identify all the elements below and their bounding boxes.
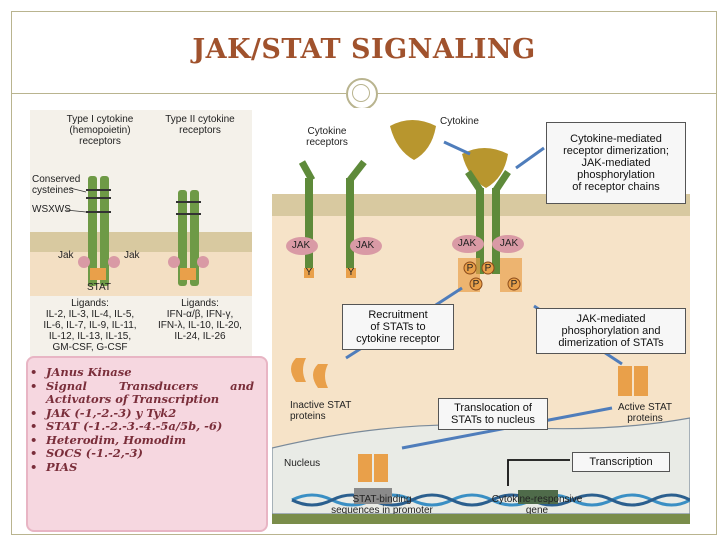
wsxws-pointer [65,209,87,213]
responsive-gene-label: Cytokine-responsive gene [491,494,583,514]
p-dot-1 [463,261,477,275]
translocation-box: Translocation of STATs to nucleus [438,398,548,430]
type2-ligands: Ligands: IFN-α/β, IFN-γ, IFN-λ, IL-10, I… [158,298,242,342]
receptor-left-b-stem [346,178,354,274]
active-stat-dimer-a [618,366,632,396]
arrow-dimerization [515,146,545,170]
receptor-right-b [493,170,511,192]
nuclear-stat-dimer-a [358,454,372,482]
inactive-stat-1 [291,358,306,382]
note-item: PIAS [30,460,254,475]
promoter-block [354,488,392,504]
title-rule-left [11,93,346,94]
receptor-types-panel: Type I cytokine (hemopoietin) receptors … [30,110,252,360]
ornament-ring-inner [352,84,370,102]
jak-stat-pathway-panel: Cytokine receptors Cytokine Cytokine-med… [272,108,690,514]
note-item: SOCS (-1.-2,-3) [30,446,254,461]
p-label-4: P [510,279,518,290]
jak-right-b [492,235,524,253]
recruitment-box: Recruitment of STATs to cytokine recepto… [342,304,454,350]
arrow-transcription [507,459,570,486]
y-label-1: Y [305,267,313,278]
jak-mediated-box: JAK-mediated phosphorylation and dimeriz… [536,308,686,354]
note-item: JAK (-1,-2.-3) y Tyk2 [30,406,254,421]
receptor-right-a [465,170,483,192]
jak-right-a [452,235,484,253]
slide-frame [11,11,717,535]
receptor-left-a [298,160,316,182]
type1-jak-left [78,256,90,268]
wsxws-label: WSXWS [32,204,71,215]
type1-jak-right [108,256,120,268]
type1-heading: Type I cytokine (hemopoietin) receptors [66,114,134,147]
stat-binding-label: STAT-binding sequences in promoter [331,494,433,514]
receptor-left-b [347,159,367,183]
type1-stat [90,268,106,280]
stat-label: STAT [86,282,112,293]
cytokine-bound [462,148,508,188]
arrow-cytokine-binding [443,140,471,156]
nuclear-stat-dimer-b [374,454,388,482]
type1-receptor-a [88,176,97,286]
notes-box: JAnus Kinase Signal Transducers and Acti… [26,356,268,532]
p-dot-2 [481,261,495,275]
jak-label-1: JAK [291,240,311,251]
note-item: JAnus Kinase [30,365,254,380]
inactive-stat-2 [313,364,328,388]
cytokine-label: Cytokine [440,116,479,127]
jak-left-a [286,237,318,255]
cytokine-receptors-label: Cytokine receptors [306,126,348,148]
slide-title: JAK/STAT SIGNALING [192,34,536,65]
p-label-3: P [472,279,480,290]
conserved-pointer [69,187,87,193]
type1-receptor-b [100,176,109,286]
y-label-2: Y [347,267,355,278]
type2-jak-right [197,256,209,268]
p-dot-3 [469,277,483,291]
type2-stat [180,268,196,280]
left-cytoplasm [30,252,252,296]
dimerization-box: Cytokine-mediated receptor dimerization;… [546,122,686,204]
title-rule-right [376,93,717,94]
active-stat-dimer-b [634,366,648,396]
y-left-a [304,268,314,278]
left-membrane [30,232,252,252]
pathway-illustration [272,120,690,514]
type1-ligands: Ligands: IL-2, IL-3, IL-4, IL-5, IL-6, I… [43,298,137,353]
jak-label-right: Jak [124,250,140,261]
p-dot-4 [507,277,521,291]
note-item: Heterodim, Homodim [30,433,254,448]
transcription-box: Transcription [572,452,670,472]
jak-label-4: JAK [499,238,519,249]
nucleus-label: Nucleus [284,458,321,469]
p-label-1: P [466,263,474,274]
type2-heading: Type II cytokine receptors [165,114,235,136]
note-item: STAT (-1.-2.-3.-4.-5a/5b, -6) [30,419,254,434]
inactive-stat-label: Inactive STAT proteins [290,400,352,422]
notes-list: JAnus Kinase Signal Transducers and Acti… [28,358,266,474]
receptor-right-a-stem [476,188,484,274]
footer-strip [272,514,690,524]
jak-label-3: JAK [457,238,477,249]
receptor-right-b-stem [492,188,500,274]
type2-jak-left [168,256,180,268]
active-stat-label: Active STAT proteins [617,402,673,424]
cytokine-free [390,120,436,160]
y-left-b [346,268,356,278]
note-item: Signal Transducers and Activators of Tra… [30,379,254,407]
gene-block [518,490,558,504]
conserved-label: Conserved cysteines [32,174,81,196]
receptor-left-a-stem [305,178,313,274]
p-label-2: P [484,263,492,274]
jak-left-b [350,237,382,255]
receptor-types-illustration [30,176,252,296]
jak-label-2: JAK [355,240,375,251]
jak-label-left: Jak [58,250,74,261]
